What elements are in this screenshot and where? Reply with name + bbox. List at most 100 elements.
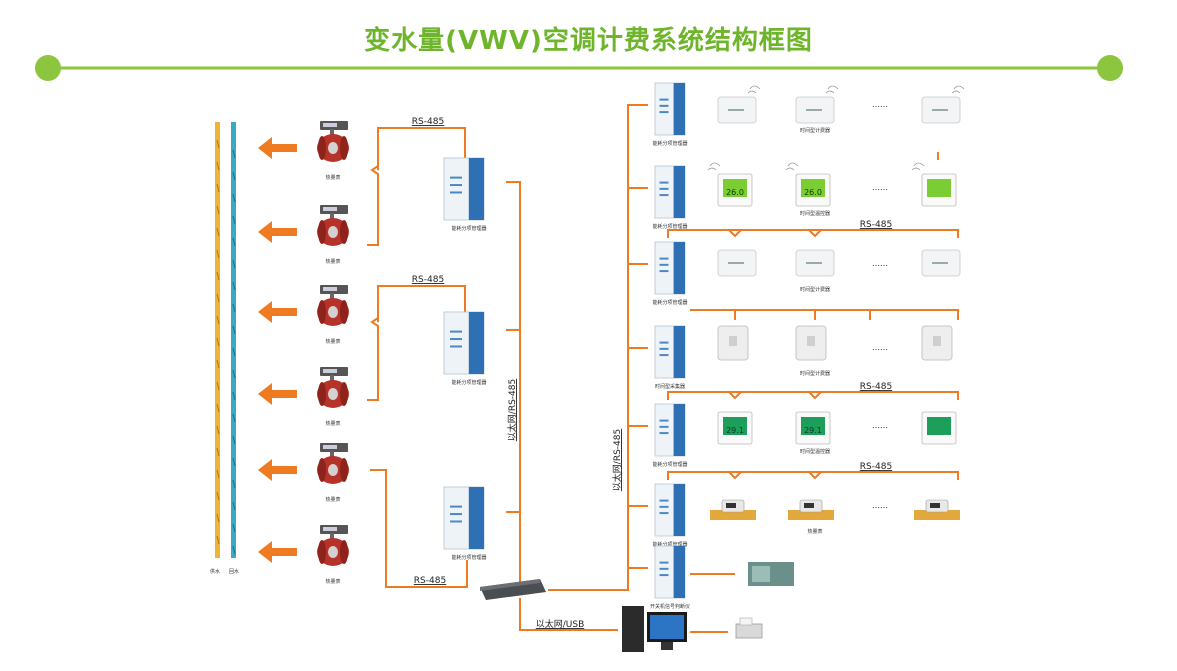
supply-pipe-mark xyxy=(216,183,220,193)
return-pipe-mark xyxy=(232,391,236,401)
heat-meter-label: 热量表 xyxy=(325,258,340,265)
rs485-label: RS-485 xyxy=(860,382,892,392)
device-label: 时间型计费器 xyxy=(800,286,830,293)
device-label: 时间型计费器 xyxy=(800,127,830,134)
collector-bus xyxy=(690,309,959,320)
meter-display-screen xyxy=(323,369,337,373)
meter-flange-right xyxy=(340,300,348,324)
cabinet-indicator xyxy=(450,345,462,348)
meter-display-screen xyxy=(323,123,337,127)
hub-cabinet xyxy=(654,165,686,219)
thermostat-screen xyxy=(723,417,747,435)
cabinet-indicator xyxy=(659,347,669,350)
meter-flange-right xyxy=(340,220,348,244)
right-trunk: 以太网/RS-485 xyxy=(548,104,648,591)
rs485-bus xyxy=(667,471,959,480)
meter-flange-left xyxy=(318,300,326,324)
hub-label: 时间型采集器 xyxy=(655,383,685,390)
wireless-meter-device xyxy=(795,85,839,124)
cabinet-indicator xyxy=(659,270,669,273)
hub-cabinet xyxy=(654,483,686,537)
supply-label: 供水 xyxy=(210,568,220,575)
printer-icon xyxy=(735,617,763,639)
supply-pipe-mark xyxy=(216,205,220,215)
pc-stand xyxy=(661,642,673,650)
thermostat-device xyxy=(921,411,957,445)
supply-pipe-mark xyxy=(216,315,220,325)
rs485-label: RS-485 xyxy=(412,275,444,285)
cabinet-indicator xyxy=(659,104,669,107)
device-ellipsis: …… xyxy=(872,183,888,192)
heat-meter-unit: 热量表 xyxy=(258,285,349,345)
cabinet-indicator xyxy=(659,567,669,570)
time-panel-device xyxy=(795,325,827,361)
cabinet-indicator xyxy=(659,419,669,422)
meter-flange-right xyxy=(340,382,348,406)
wireless-thermostat xyxy=(911,162,957,207)
supply-pipe-mark xyxy=(216,491,220,501)
meter-flange-right xyxy=(340,136,348,160)
computer-icon xyxy=(622,606,687,652)
heat-meter-valve xyxy=(710,499,756,520)
meter-neck xyxy=(330,293,334,299)
thermostat-screen xyxy=(723,179,747,197)
supply-pipe-mark xyxy=(216,271,220,281)
cabinet-indicator xyxy=(659,98,669,101)
rs485-label: RS-485 xyxy=(860,462,892,472)
cabinet-indicator xyxy=(659,181,669,184)
cabinet-indicator xyxy=(659,561,669,564)
heat-meter-unit: 热量表 xyxy=(258,121,349,181)
cabinet-indicator xyxy=(659,263,669,266)
energy-manager-cabinet xyxy=(443,486,485,550)
diagram-title: 变水量(VWV)空调计费系统结构框图 xyxy=(364,26,813,56)
return-pipe-mark xyxy=(232,237,236,247)
rs485-label: RS-485 xyxy=(860,220,892,230)
flow-arrow xyxy=(258,301,297,323)
device-marking xyxy=(806,109,822,111)
device-ellipsis: …… xyxy=(872,421,888,430)
supply-pipe-mark xyxy=(216,447,220,457)
hub-label: 能耗分项管理器 xyxy=(652,223,687,230)
wireless-meter-device xyxy=(717,85,761,124)
hub-cabinet xyxy=(654,325,686,379)
meter-core xyxy=(328,464,338,476)
center-vertical-label: 以太网/RS-485 xyxy=(506,379,518,441)
wifi-icon xyxy=(911,162,925,171)
network-switch xyxy=(480,579,546,600)
heat-meter-label: 热量表 xyxy=(325,420,340,427)
cabinet-indicator xyxy=(659,425,669,428)
return-pipe-mark xyxy=(232,303,236,313)
return-pipe xyxy=(231,122,236,558)
cabinet-indicator xyxy=(450,338,462,341)
thermostat-screen xyxy=(927,417,951,435)
cabinet-side xyxy=(673,166,685,218)
thermostat-device: 29.1 xyxy=(795,411,831,445)
wifi-icon xyxy=(785,162,799,171)
thermostat-reading: 26.0 xyxy=(804,188,822,197)
meter-flange-left xyxy=(318,382,326,406)
heat-meter-unit: 热量表 xyxy=(258,443,349,503)
heat-meter-unit: 热量表 xyxy=(258,367,349,427)
heat-meter-icon xyxy=(317,525,349,566)
hub-cabinet xyxy=(654,403,686,457)
heat-meter-label: 热量表 xyxy=(325,338,340,345)
pc-screen xyxy=(650,615,684,639)
device-marking xyxy=(806,262,822,264)
meter-neck xyxy=(330,533,334,539)
usb-label: 以太网/USB xyxy=(536,618,585,630)
cabinet-indicator xyxy=(659,187,669,190)
energy-manager-cabinet xyxy=(443,157,485,221)
return-pipe-mark xyxy=(232,281,236,291)
device-label: 热量表 xyxy=(807,528,822,535)
time-meter-device xyxy=(921,249,961,277)
heat-meter-unit: 热量表 xyxy=(258,205,349,265)
wifi-icon xyxy=(707,162,721,171)
meter-display-screen xyxy=(323,445,337,449)
pipes: 供水回水 xyxy=(210,122,239,575)
flow-arrow xyxy=(258,459,297,481)
panel-display xyxy=(933,336,941,346)
meter-display-screen xyxy=(323,287,337,291)
